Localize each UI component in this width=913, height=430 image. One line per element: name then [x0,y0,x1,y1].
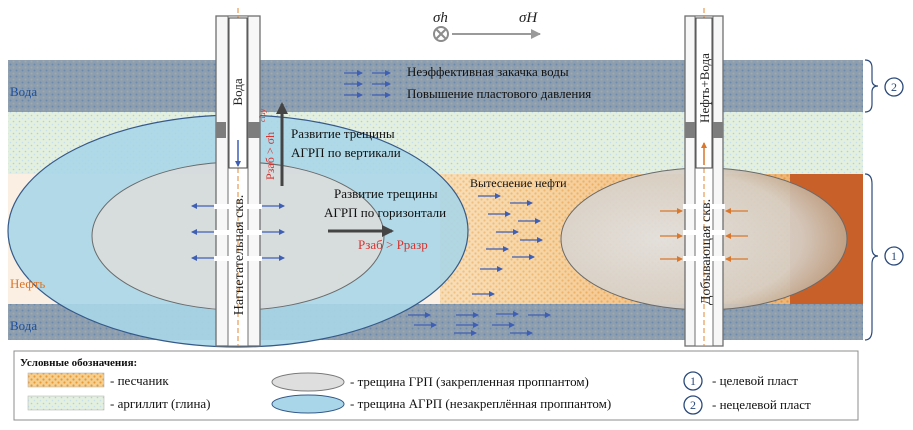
legend-hf-label: - трещина ГРП (закрепленная проппантом) [350,374,589,389]
stress-out-of-plane-icon [433,26,449,42]
production-well [683,8,725,347]
water-top-label: Вода [10,84,37,99]
vertical-growth-line2: АГРП по вертикали [291,145,401,160]
marker-2-label: 2 [891,80,897,94]
water-bottom-label: Вода [10,318,37,333]
legend-ahf-swatch [271,394,345,414]
pressure-horizontal-label: Рзаб > Рразр [358,237,428,252]
marker-1-label: 1 [891,249,897,263]
oil-displacement-arrows [472,193,543,297]
top-water-arrows [344,70,391,98]
water-annotation-line2: Повышение пластового давления [407,86,591,101]
horizontal-growth-line2: АГРП по горизонтали [324,205,446,220]
production-well-top-label: Нефть+Вода [697,53,712,123]
bracket-target [864,173,879,341]
oil-displacement-label: Вытеснение нефти [470,176,567,190]
injection-well-name: Нагнетательная скв. [232,195,247,315]
horizontal-growth-line1: Развитие трещины [334,186,438,201]
legend-title: Условные обозначения: [20,357,137,369]
pressure-vertical-superscript: clay [258,108,267,122]
legend-sandstone-label: - песчаник [110,373,169,388]
legend-target-marker [683,371,703,391]
oil-label: Нефть [10,276,45,291]
injection-well [214,8,262,347]
legend-nontarget-marker [683,395,703,415]
legend-hf-swatch [271,372,345,392]
legend-mudstone-label: - аргиллит (глина) [110,396,211,411]
vertical-growth-line1: Развитие трещины [291,126,395,141]
legend-target-num: 1 [690,374,696,388]
injection-well-top-label: Вода [230,78,245,105]
legend-ahf-label: - трещина АГРП (незакреплённая проппанто… [350,396,611,411]
pressure-vertical-group: Рзаб > σh clay [258,108,277,180]
legend-mudstone-swatch [27,395,105,411]
pressure-vertical-label: Рзаб > σh [263,132,277,180]
sigma-H-label: σH [519,10,538,26]
injection-flow-arrows [191,203,285,261]
marker-1-circle [884,246,904,266]
legend-target-label: - целевой пласт [712,373,798,388]
legend-sandstone-swatch [27,372,105,388]
legend-nontarget-label: - нецелевой пласт [712,397,811,412]
bottom-water-arrows [408,311,551,336]
legend: Условные обозначения: - песчаник - аргил… [13,350,859,421]
sigma-h-label: σh [433,10,448,26]
marker-2-circle [884,77,904,97]
production-flow-arrows [660,208,748,262]
production-well-name: Добывающая скв. [699,199,714,305]
legend-box [13,350,859,421]
bracket-nontarget [864,59,879,113]
legend-nontarget-num: 2 [690,398,696,412]
stress-indicator [433,26,541,42]
water-annotation-line1: Неэффективная закачка воды [407,64,569,79]
